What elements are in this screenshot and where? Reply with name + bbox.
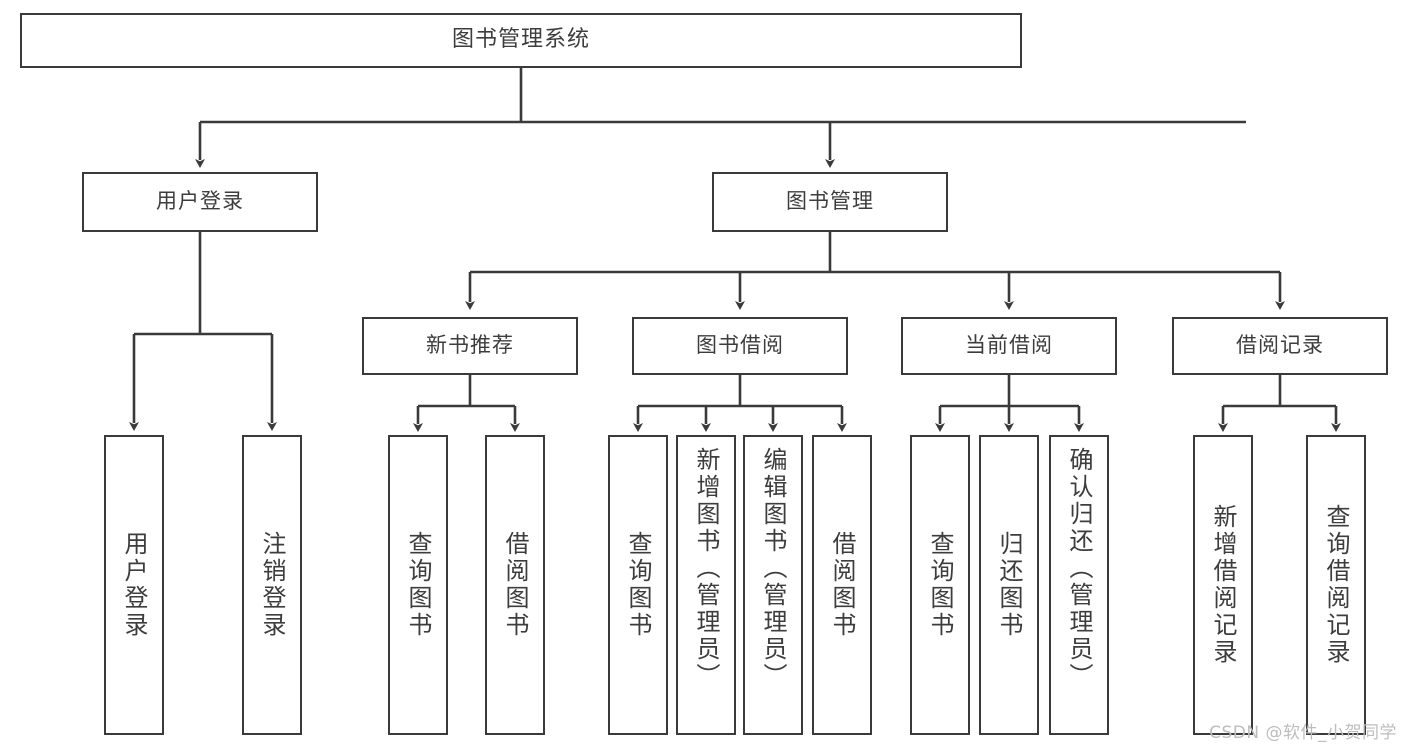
leaf-current-confirm-return-label: 确认归还（管理员） — [1065, 447, 1093, 690]
leaf-borrow-borrow-book[interactable]: 借阅图书 — [812, 435, 872, 735]
leaf-borrow-query-book[interactable]: 查询图书 — [608, 435, 668, 735]
node-borrow-record[interactable]: 借阅记录 — [1172, 317, 1388, 375]
leaf-user-login-label: 用户登录 — [120, 531, 148, 639]
leaf-current-return-book[interactable]: 归还图书 — [979, 435, 1039, 735]
node-current-borrow[interactable]: 当前借阅 — [901, 317, 1117, 375]
node-new-book-rec[interactable]: 新书推荐 — [362, 317, 578, 375]
node-user-login-label: 用户登录 — [156, 189, 244, 214]
leaf-record-query[interactable]: 查询借阅记录 — [1306, 435, 1366, 735]
leaf-borrow-query-book-label: 查询图书 — [624, 531, 652, 639]
leaf-borrow-add-book[interactable]: 新增图书（管理员） — [676, 435, 736, 735]
leaf-rec-borrow-book-label: 借阅图书 — [501, 531, 529, 639]
leaf-current-query-book[interactable]: 查询图书 — [910, 435, 970, 735]
leaf-rec-query-book-label: 查询图书 — [404, 531, 432, 639]
leaf-borrow-borrow-book-label: 借阅图书 — [828, 531, 856, 639]
leaf-user-login[interactable]: 用户登录 — [104, 435, 164, 735]
node-root-label: 图书管理系统 — [451, 27, 590, 53]
leaf-rec-query-book[interactable]: 查询图书 — [388, 435, 448, 735]
node-book-borrow-label: 图书借阅 — [696, 333, 784, 358]
node-root[interactable]: 图书管理系统 — [20, 13, 1022, 68]
node-book-manage-label: 图书管理 — [786, 189, 874, 214]
leaf-current-return-book-label: 归还图书 — [995, 531, 1023, 639]
leaf-current-query-book-label: 查询图书 — [926, 531, 954, 639]
node-borrow-record-label: 借阅记录 — [1236, 333, 1324, 358]
leaf-borrow-edit-book[interactable]: 编辑图书（管理员） — [743, 435, 803, 735]
node-book-borrow[interactable]: 图书借阅 — [632, 317, 848, 375]
leaf-record-query-label: 查询借阅记录 — [1322, 504, 1350, 666]
leaf-borrow-add-book-label: 新增图书（管理员） — [692, 447, 720, 690]
leaf-borrow-edit-book-label: 编辑图书（管理员） — [759, 447, 787, 690]
leaf-record-add-label: 新增借阅记录 — [1209, 504, 1237, 666]
leaf-current-confirm-return[interactable]: 确认归还（管理员） — [1049, 435, 1109, 735]
leaf-user-logout[interactable]: 注销登录 — [242, 435, 302, 735]
leaf-record-add[interactable]: 新增借阅记录 — [1193, 435, 1253, 735]
node-book-manage[interactable]: 图书管理 — [712, 172, 948, 232]
leaf-rec-borrow-book[interactable]: 借阅图书 — [485, 435, 545, 735]
leaf-user-logout-label: 注销登录 — [258, 531, 286, 639]
node-user-login[interactable]: 用户登录 — [82, 172, 318, 232]
node-current-borrow-label: 当前借阅 — [965, 333, 1053, 358]
node-new-book-rec-label: 新书推荐 — [426, 333, 514, 358]
